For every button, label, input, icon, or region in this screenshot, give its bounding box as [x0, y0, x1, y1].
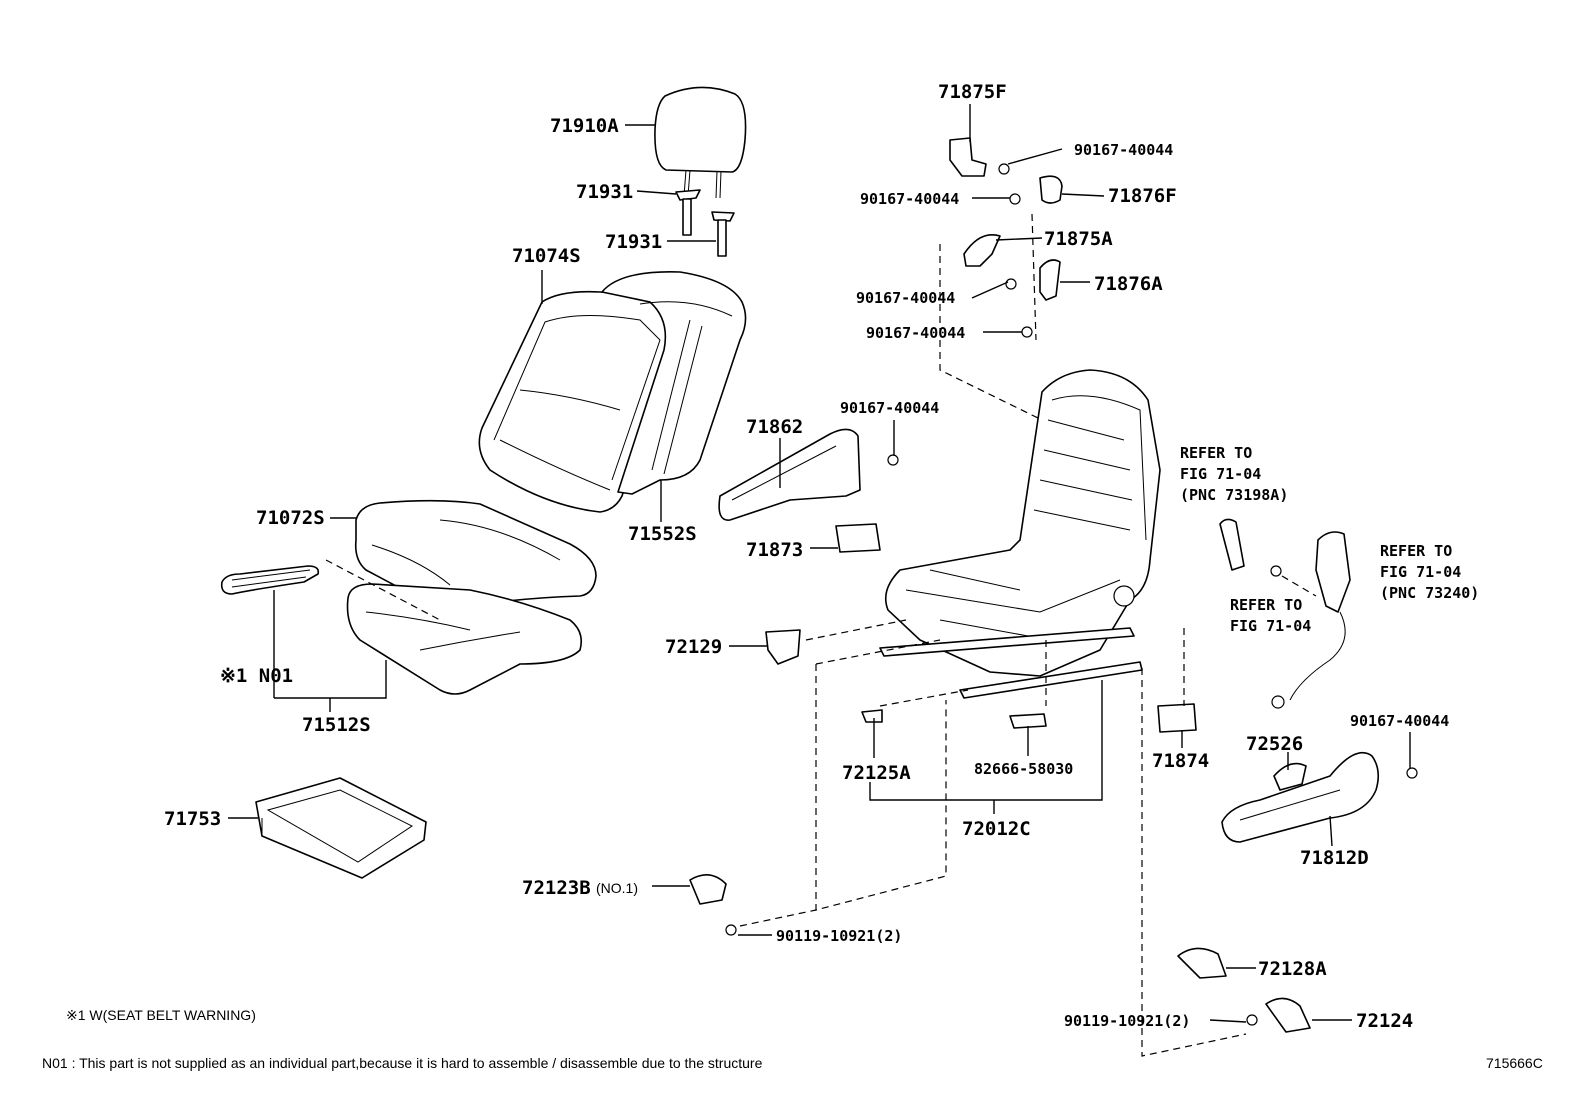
seat-cushion-pad-drawing — [346, 583, 583, 695]
cover-72128A-drawing — [1177, 947, 1227, 979]
callout-72124[interactable]: 72124 — [1356, 1010, 1413, 1032]
callout-71874[interactable]: 71874 — [1152, 750, 1209, 772]
ref-note-1-line1[interactable]: REFER TO — [1180, 444, 1252, 462]
footnote-n01: N01 : This part is not supplied as an in… — [42, 1055, 763, 1071]
callout-71910A[interactable]: 71910A — [550, 115, 619, 137]
bracket-71875A-drawing — [963, 234, 1001, 267]
callout-72123B-note: (NO.1) — [596, 880, 638, 896]
clip-72125A-drawing — [861, 709, 883, 723]
callout-71512S[interactable]: 71512S — [302, 714, 371, 736]
callout-90167-40044-2[interactable]: 90167-40044 — [860, 190, 959, 208]
callout-90119-10921-left[interactable]: 90119-10921(2) — [776, 927, 902, 945]
callout-72526[interactable]: 72526 — [1246, 733, 1303, 755]
callout-71873[interactable]: 71873 — [746, 539, 803, 561]
seatbelt-buckle-drawing — [1271, 531, 1351, 709]
seatback-cover-drawing — [478, 290, 674, 513]
sensor-82666-drawing — [1009, 713, 1047, 729]
callout-71931-upper[interactable]: 71931 — [576, 181, 633, 203]
seat-sensor-mat-drawing — [220, 565, 320, 595]
ref-note-3-line1[interactable]: REFER TO — [1230, 596, 1302, 614]
screws-drawing — [725, 163, 1418, 1026]
headrest-drawing — [654, 86, 747, 199]
leader-lines — [228, 104, 1411, 1023]
callout-71753[interactable]: 71753 — [164, 808, 221, 830]
callout-72128A[interactable]: 72128A — [1258, 958, 1327, 980]
seat-frame-drawing — [879, 369, 1161, 699]
callout-90167-40044-4[interactable]: 90167-40044 — [866, 324, 965, 342]
callout-90167-40044-5[interactable]: 90167-40044 — [840, 399, 939, 417]
callout-71072S[interactable]: 71072S — [256, 507, 325, 529]
callout-71862[interactable]: 71862 — [746, 416, 803, 438]
knob-72526-drawing — [1273, 762, 1307, 791]
ref-note-1-line3[interactable]: (PNC 73198A) — [1180, 486, 1288, 504]
cover-72129-drawing — [765, 629, 801, 665]
bracket-71876A-drawing — [1039, 259, 1061, 301]
lever-73198A-drawing — [1219, 518, 1245, 571]
cover-71874-drawing — [1157, 703, 1197, 733]
cover-72124-drawing — [1265, 997, 1311, 1033]
callout-90119-10921-right[interactable]: 90119-10921(2) — [1064, 1012, 1190, 1030]
shield-71812D-drawing — [1221, 751, 1380, 843]
cover-72123B-drawing — [689, 874, 727, 905]
callout-72129[interactable]: 72129 — [665, 636, 722, 658]
ref-note-1-line2[interactable]: FIG 71-04 — [1180, 465, 1261, 483]
callout-72012C[interactable]: 72012C — [962, 818, 1031, 840]
footnote-seat-belt-warning: ※1 W(SEAT BELT WARNING) — [66, 1007, 256, 1023]
diagram-id: 715666C — [1486, 1055, 1543, 1071]
ref-note-2-line1[interactable]: REFER TO — [1380, 542, 1452, 560]
callout-90167-40044-3[interactable]: 90167-40044 — [856, 289, 955, 307]
callout-71931-lower[interactable]: 71931 — [605, 231, 662, 253]
callout-82666-58030[interactable]: 82666-58030 — [974, 760, 1073, 778]
callout-72123B[interactable]: 72123B — [522, 877, 591, 899]
under-seat-tray-drawing — [255, 777, 427, 879]
assembly-dashed-lines — [325, 213, 1317, 1057]
callout-71875F[interactable]: 71875F — [938, 81, 1007, 103]
part-callouts: 71910A 71931 71931 71074S 71072S 71552S … — [164, 81, 1449, 1032]
callout-71552S[interactable]: 71552S — [628, 523, 697, 545]
callout-72125A[interactable]: 72125A — [842, 762, 911, 784]
ref-note-3-line2[interactable]: FIG 71-04 — [1230, 617, 1311, 635]
callout-71875A[interactable]: 71875A — [1044, 228, 1113, 250]
reference-notes: REFER TO FIG 71-04 (PNC 73198A) REFER TO… — [1180, 444, 1479, 635]
ref-note-2-line3[interactable]: (PNC 73240) — [1380, 584, 1479, 602]
bracket-71876F-drawing — [1039, 175, 1063, 204]
headrest-guides-drawing — [675, 189, 735, 257]
ref-note-2-line2[interactable]: FIG 71-04 — [1380, 563, 1461, 581]
bracket-71875F-drawing — [949, 137, 987, 177]
footnotes: ※1 W(SEAT BELT WARNING) N01 : This part … — [42, 1007, 1543, 1071]
callout-71876A[interactable]: 71876A — [1094, 273, 1163, 295]
callout-90167-40044-6[interactable]: 90167-40044 — [1350, 712, 1449, 730]
cover-71873-drawing — [835, 523, 881, 553]
callout-71074S[interactable]: 71074S — [512, 245, 581, 267]
callout-71812D[interactable]: 71812D — [1300, 847, 1369, 869]
callout-71876F[interactable]: 71876F — [1108, 185, 1177, 207]
side-cover-71862-drawing — [718, 428, 861, 521]
seatback-pad-drawing — [601, 271, 747, 495]
callout-N01[interactable]: ※1 N01 — [220, 665, 293, 687]
callout-90167-40044-1[interactable]: 90167-40044 — [1074, 141, 1173, 159]
